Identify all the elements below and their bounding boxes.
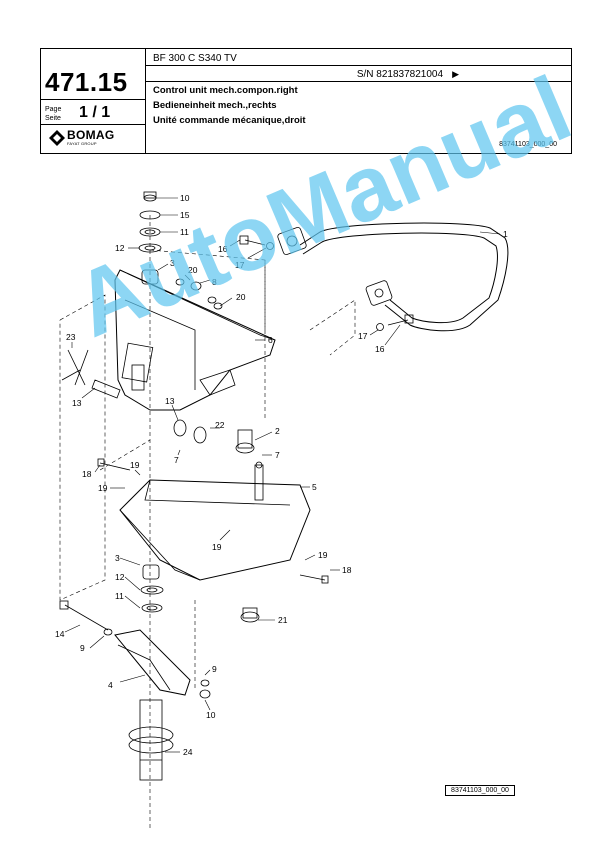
callout-label: 10 bbox=[180, 193, 190, 203]
brand-subtitle: FAYAT GROUP bbox=[67, 141, 97, 146]
title-block-rule bbox=[41, 124, 145, 125]
callout-label: 12 bbox=[115, 243, 125, 253]
title-block-rule bbox=[145, 81, 571, 82]
title-block-divider bbox=[145, 49, 146, 153]
callout-label: 3 bbox=[170, 258, 175, 268]
callout-label: 5 bbox=[312, 482, 317, 492]
group-code: 471.15 bbox=[45, 67, 128, 97]
callout-label: 7 bbox=[174, 455, 179, 465]
callout-label: 13 bbox=[165, 396, 175, 406]
callout-label: 19 bbox=[212, 542, 222, 552]
serial-number: S/N 821837821004 bbox=[356, 69, 443, 80]
callout-label: 1 bbox=[503, 229, 508, 239]
page-number: 1 / 1 bbox=[79, 104, 111, 121]
brand-diamond-icon bbox=[49, 130, 65, 146]
callout-label: 10 bbox=[206, 710, 216, 720]
callout-label: 15 bbox=[180, 210, 190, 220]
callout-label: 18 bbox=[342, 565, 352, 575]
callout-label: 19 bbox=[130, 460, 140, 470]
callout-label: 18 bbox=[82, 469, 92, 479]
callout-label: 16 bbox=[218, 244, 228, 254]
callout-label: 9 bbox=[80, 643, 85, 653]
callout-label: 19 bbox=[98, 483, 108, 493]
callout-label: 11 bbox=[115, 591, 124, 601]
machine-model: BF 300 C S340 TV bbox=[153, 53, 237, 64]
callout-label: 20 bbox=[236, 292, 246, 302]
callout-label: 9 bbox=[212, 664, 217, 674]
brand-name: BOMAG bbox=[67, 128, 115, 142]
callout-label: 6 bbox=[268, 335, 273, 345]
callout-label: 14 bbox=[55, 629, 65, 639]
callout-label: 7 bbox=[275, 450, 280, 460]
title-block: 471.15 Page Seite 1 / 1 BOMAG FAYAT GROU… bbox=[40, 48, 572, 154]
callout-label: 12 bbox=[115, 572, 125, 582]
callout-label: 13 bbox=[72, 398, 82, 408]
callout-label: 22 bbox=[215, 420, 225, 430]
callout-label: 17 bbox=[358, 331, 368, 341]
callout-label: 19 bbox=[318, 550, 328, 560]
callout-label: 11 bbox=[180, 227, 189, 237]
callout-label: 21 bbox=[278, 615, 288, 625]
callout-label: 16 bbox=[375, 344, 385, 354]
description-en: Control unit mech.compon.right bbox=[153, 85, 298, 96]
callout-label: 23 bbox=[66, 332, 76, 342]
callout-label: 24 bbox=[183, 747, 193, 757]
title-block-rule bbox=[145, 65, 571, 66]
callout-label: 4 bbox=[108, 680, 113, 690]
brand-logo: BOMAG FAYAT GROUP bbox=[49, 128, 141, 150]
title-block-rule bbox=[41, 99, 145, 100]
callout-label: 2 bbox=[275, 426, 280, 436]
description-fr: Unité commande mécanique,droit bbox=[153, 115, 306, 126]
document-number: 83741103_000_00 bbox=[499, 141, 557, 148]
figure-number: 83741103_000_00 bbox=[445, 785, 515, 796]
callout-label: 3 bbox=[115, 553, 120, 563]
callout-label: 8 bbox=[212, 277, 217, 287]
serial-arrow-icon: ▶ bbox=[452, 69, 459, 79]
callout-label: 17 bbox=[235, 260, 245, 270]
page-label: Page Seite bbox=[45, 106, 62, 122]
callout-label: 20 bbox=[188, 265, 198, 275]
description-de: Bedieneinheit mech.,rechts bbox=[153, 100, 277, 111]
